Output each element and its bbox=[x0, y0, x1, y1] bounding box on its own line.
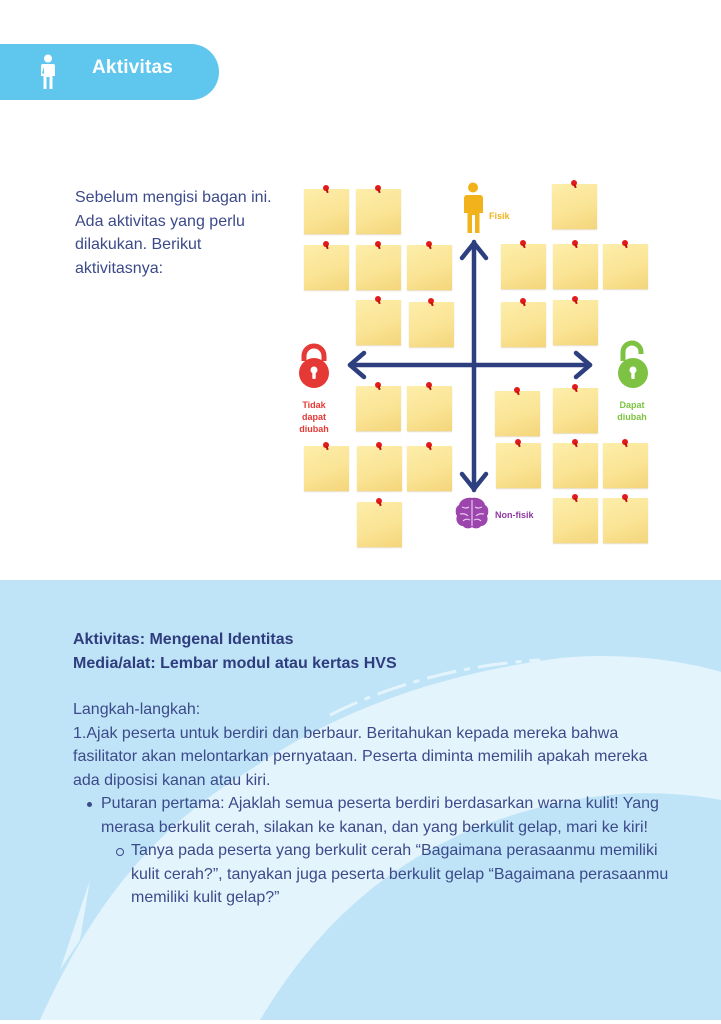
sticky-note bbox=[409, 298, 454, 347]
axis-label-left: Tidak dapat diubah bbox=[299, 400, 329, 434]
sticky-note bbox=[553, 384, 598, 433]
pin-icon bbox=[322, 185, 329, 191]
sticky-note bbox=[501, 298, 546, 347]
pin-icon bbox=[374, 382, 381, 388]
sticky-note bbox=[356, 185, 401, 234]
sticky-note bbox=[357, 442, 402, 491]
sticky-note bbox=[407, 442, 452, 491]
sticky-note bbox=[553, 439, 598, 488]
pin-icon bbox=[571, 494, 578, 500]
pin-icon bbox=[322, 442, 329, 448]
pin-icon bbox=[621, 494, 628, 500]
lock-open-icon bbox=[618, 340, 648, 388]
lock-closed-icon bbox=[299, 343, 329, 388]
sticky-note bbox=[495, 387, 540, 436]
pin-icon bbox=[425, 382, 432, 388]
pin-icon bbox=[519, 240, 526, 246]
pin-icon bbox=[425, 241, 432, 247]
pin-icon bbox=[513, 387, 520, 393]
pin-icon bbox=[621, 240, 628, 246]
axes-arrows bbox=[347, 239, 593, 493]
pin-icon bbox=[514, 439, 521, 445]
step-1-bullets: Putaran pertama: Ajaklah semua peserta b… bbox=[85, 792, 673, 910]
sticky-note bbox=[501, 240, 546, 289]
sticky-note bbox=[553, 296, 598, 345]
section-title: Aktivitas bbox=[92, 57, 174, 78]
sticky-note bbox=[603, 439, 648, 488]
sticky-note bbox=[356, 382, 401, 431]
intro-text: Sebelum mengisi bagan ini. Ada aktivitas… bbox=[75, 189, 272, 277]
sticky-note bbox=[304, 241, 349, 290]
pin-icon bbox=[571, 384, 578, 390]
pin-icon bbox=[374, 185, 381, 191]
pin-icon bbox=[570, 180, 577, 186]
pin-icon bbox=[374, 296, 381, 302]
axis-label-bottom: Non-fisik bbox=[495, 510, 534, 520]
axis-label-right: Dapat diubah bbox=[617, 400, 647, 422]
sticky-note bbox=[356, 296, 401, 345]
activity-panel-background bbox=[0, 580, 721, 1020]
sticky-note bbox=[407, 382, 452, 431]
sticky-note bbox=[603, 240, 648, 289]
identity-quadrant-diagram: Fisik Non-fisik Tidak dapat diubah Dapa bbox=[0, 0, 721, 570]
brush-swirl-decoration bbox=[40, 655, 721, 1020]
page-bottom-edge bbox=[0, 1020, 721, 1024]
sticky-note bbox=[553, 494, 598, 543]
sub-bullet-item: Tanya pada peserta yang berkulit cerah “… bbox=[115, 839, 673, 910]
sticky-note bbox=[552, 180, 597, 229]
person-icon bbox=[464, 182, 483, 233]
brain-icon bbox=[455, 497, 489, 529]
pin-icon bbox=[571, 439, 578, 445]
person-icon bbox=[41, 54, 55, 89]
step-1: 1.Ajak peserta untuk berdiri dan berbaur… bbox=[73, 724, 648, 789]
pin-icon bbox=[621, 439, 628, 445]
steps-heading: Langkah-langkah: bbox=[73, 701, 201, 718]
section-header: Aktivitas bbox=[0, 44, 219, 100]
bullet-text: Putaran pertama: Ajaklah semua peserta b… bbox=[101, 795, 659, 836]
activity-media: Media/alat: Lembar modul atau kertas HVS bbox=[73, 654, 397, 672]
pin-icon bbox=[375, 498, 382, 504]
sticky-note bbox=[356, 241, 401, 290]
sticky-note bbox=[496, 439, 541, 488]
pin-icon bbox=[425, 442, 432, 448]
activity-title: Aktivitas: Mengenal Identitas bbox=[73, 631, 294, 648]
pin-icon bbox=[519, 298, 526, 304]
sticky-note bbox=[407, 241, 452, 290]
pin-icon bbox=[571, 240, 578, 246]
axis-label-top: Fisik bbox=[489, 211, 510, 221]
pin-icon bbox=[427, 298, 434, 304]
pin-icon bbox=[322, 241, 329, 247]
sub-bullets: Tanya pada peserta yang berkulit cerah “… bbox=[115, 839, 673, 910]
activity-section: Aktivitas: Mengenal Identitas Media/alat… bbox=[73, 628, 673, 910]
pin-icon bbox=[374, 241, 381, 247]
sticky-note bbox=[603, 494, 648, 543]
pin-icon bbox=[375, 442, 382, 448]
sticky-note bbox=[553, 240, 598, 289]
sticky-note bbox=[357, 498, 402, 547]
bullet-item: Putaran pertama: Ajaklah semua peserta b… bbox=[85, 792, 673, 910]
sticky-note bbox=[304, 185, 349, 234]
pin-icon bbox=[571, 296, 578, 302]
sub-bullet-text: Tanya pada peserta yang berkulit cerah “… bbox=[131, 842, 669, 906]
sticky-note bbox=[304, 442, 349, 491]
